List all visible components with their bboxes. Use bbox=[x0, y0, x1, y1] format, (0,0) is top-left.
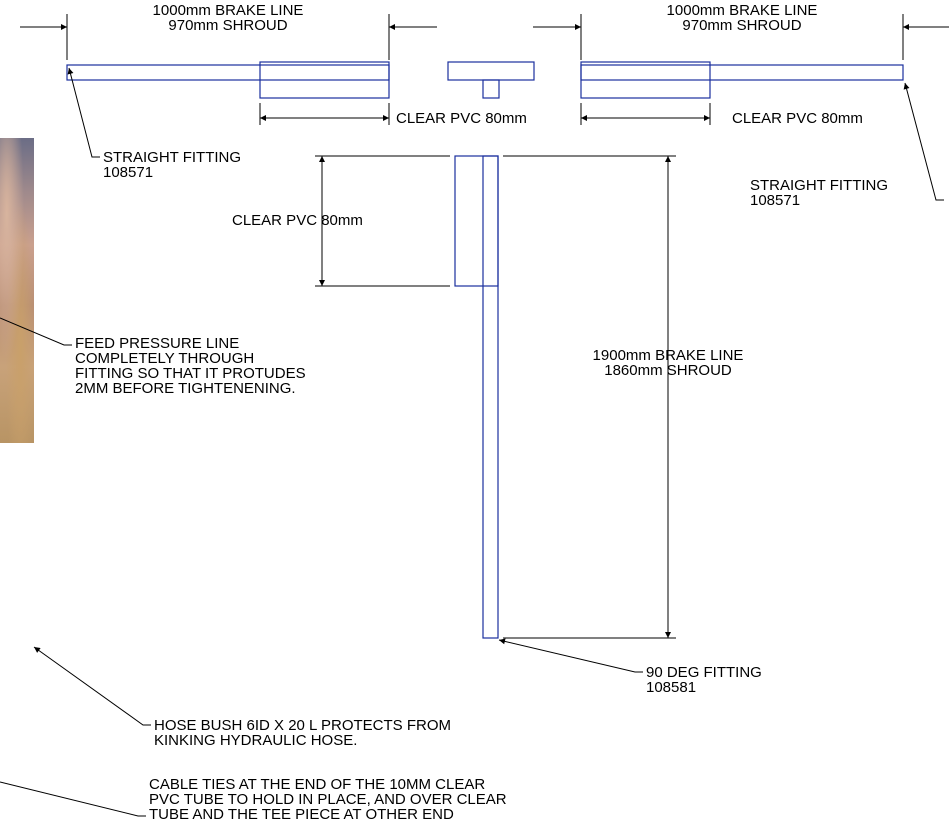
right-clear-pvc-tube bbox=[580, 61, 711, 99]
feed-pressure-line-3: FITTING SO THAT IT PROTUDES bbox=[75, 365, 306, 382]
hose-bush-line-1: HOSE BUSH 6ID X 20 L PROTECTS FROM bbox=[154, 717, 452, 734]
right-brake-line bbox=[580, 64, 904, 81]
tee-piece-stem bbox=[482, 79, 500, 99]
straight-fitting-right-title: STRAIGHT FITTING bbox=[750, 177, 889, 194]
straight-fitting-right-callout: STRAIGHT FITTING 108571 bbox=[750, 178, 888, 208]
vertical-clear-pvc-tube bbox=[454, 155, 499, 287]
cable-ties-line-2: PVC TUBE TO HOLD IN PLACE, AND OVER CLEA… bbox=[149, 791, 507, 808]
straight-fitting-left-callout: STRAIGHT FITTING 108571 bbox=[103, 150, 241, 180]
ninety-deg-fitting-part-no: 108581 bbox=[646, 679, 697, 696]
tee-piece-top bbox=[447, 61, 535, 81]
ninety-deg-fitting-title: 90 DEG FITTING bbox=[646, 664, 762, 681]
vertical-brake-line-label: 1900mm BRAKE LINE bbox=[592, 347, 744, 364]
left-shroud-label: 970mm SHROUD bbox=[168, 17, 288, 34]
part-outlines bbox=[66, 61, 904, 639]
left-brake-line-label: 1000mm BRAKE LINE bbox=[152, 2, 304, 19]
cable-ties-line-1: CABLE TIES AT THE END OF THE 10MM CLEAR bbox=[149, 776, 486, 793]
straight-fitting-left-part-no: 108571 bbox=[103, 164, 154, 181]
clear-pvc-right-label: CLEAR PVC 80mm bbox=[732, 110, 863, 127]
vertical-brake-line bbox=[482, 155, 499, 639]
cable-ties-line-3: TUBE AND THE TEE PIECE AT OTHER END bbox=[149, 806, 454, 823]
hose-bush-line-2: KINKING HYDRAULIC HOSE. bbox=[154, 732, 358, 749]
dimension-lines bbox=[0, 14, 949, 817]
feed-pressure-line-1: FEED PRESSURE LINE bbox=[75, 335, 240, 352]
left-length-dimension: 1000mm BRAKE LINE 970mm SHROUD bbox=[128, 3, 328, 33]
vertical-shroud-label: 1860mm SHROUD bbox=[604, 362, 732, 379]
right-brake-line-label: 1000mm BRAKE LINE bbox=[666, 2, 818, 19]
cable-ties-callout: CABLE TIES AT THE END OF THE 10MM CLEAR … bbox=[149, 777, 507, 822]
straight-fitting-right-part-no: 108571 bbox=[750, 192, 801, 209]
hose-bush-callout: HOSE BUSH 6ID X 20 L PROTECTS FROM KINKI… bbox=[154, 718, 451, 748]
left-clear-pvc-tube bbox=[259, 61, 390, 99]
right-length-dimension: 1000mm BRAKE LINE 970mm SHROUD bbox=[642, 3, 842, 33]
ninety-deg-fitting-callout: 90 DEG FITTING 108581 bbox=[646, 665, 762, 695]
feed-pressure-line-2: COMPLETELY THROUGH bbox=[75, 350, 255, 367]
fitting-photo bbox=[0, 138, 34, 443]
straight-fitting-left-title: STRAIGHT FITTING bbox=[103, 149, 242, 166]
left-brake-line bbox=[66, 64, 390, 81]
vertical-length-dimension: 1900mm BRAKE LINE 1860mm SHROUD bbox=[563, 348, 773, 378]
clear-pvc-left-label: CLEAR PVC 80mm bbox=[396, 110, 527, 127]
feed-pressure-line-4: 2MM BEFORE TIGHTENENING. bbox=[75, 380, 296, 397]
feed-pressure-callout: FEED PRESSURE LINE COMPLETELY THROUGH FI… bbox=[75, 336, 306, 396]
clear-pvc-vertical-label: CLEAR PVC 80mm bbox=[232, 212, 363, 229]
right-shroud-label: 970mm SHROUD bbox=[682, 17, 802, 34]
